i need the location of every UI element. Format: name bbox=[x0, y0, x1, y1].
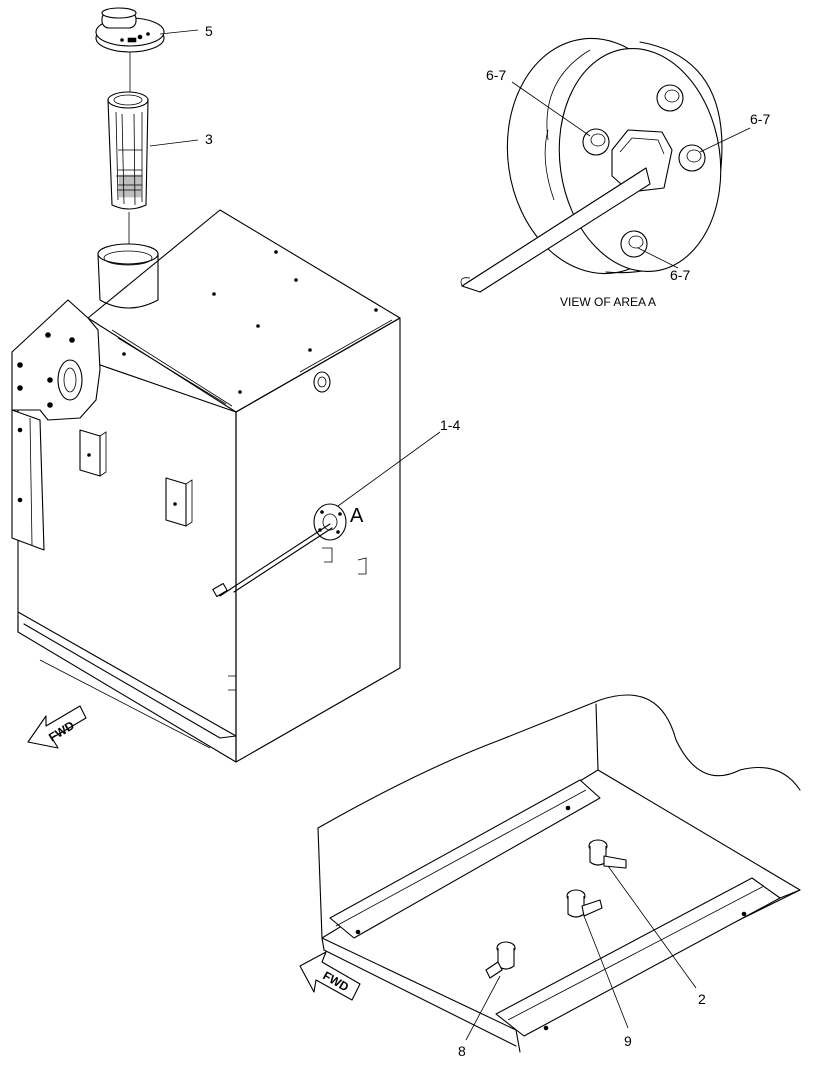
view-caption: VIEW OF AREA A bbox=[560, 295, 656, 309]
callout-6-7-bottom: 6-7 bbox=[670, 267, 690, 283]
callout-8: 8 bbox=[458, 1043, 466, 1059]
callout-3: 3 bbox=[205, 131, 213, 147]
area-a-marker: A bbox=[350, 505, 364, 527]
sender-cap bbox=[95, 7, 165, 53]
filler-neck bbox=[97, 243, 159, 309]
callout-1-4: 1-4 bbox=[440, 417, 460, 433]
callout-2: 2 bbox=[698, 991, 706, 1007]
fuel-tank bbox=[11, 209, 401, 763]
fitting-8 bbox=[485, 941, 516, 979]
bolt-top bbox=[656, 84, 684, 112]
fwd-arrow-top: FWD bbox=[27, 705, 87, 749]
sender-tube bbox=[107, 91, 149, 210]
callout-5: 5 bbox=[205, 23, 213, 39]
callout-6-7-left: 6-7 bbox=[486, 67, 506, 83]
tank-bottom-detail bbox=[317, 694, 801, 1053]
bolt-bottom bbox=[620, 230, 648, 258]
callout-6-7-right: 6-7 bbox=[750, 111, 770, 127]
bolt-top-left bbox=[582, 128, 610, 156]
fitting-9 bbox=[566, 889, 603, 918]
fwd-arrow-bottom: FWD bbox=[299, 951, 361, 1001]
detail-view-area-a bbox=[460, 37, 751, 293]
callout-9: 9 bbox=[624, 1033, 632, 1049]
fitting-2 bbox=[588, 839, 627, 869]
bolt-right bbox=[678, 144, 706, 172]
